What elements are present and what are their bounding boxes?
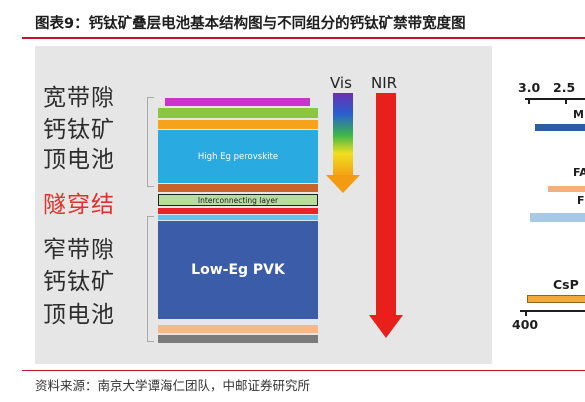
top-axis-tick: [528, 98, 530, 104]
top-axis-tick-label: 2.5: [553, 80, 576, 95]
bottom-cell-label-line-2: 钙钛矿: [43, 269, 115, 295]
layer-transport-green: [158, 108, 318, 118]
top-cell-label-line-1: 宽带隙: [43, 85, 115, 111]
bottom-axis-tick: [525, 310, 527, 316]
source-divider: [22, 370, 585, 371]
figure-title: 图表9：钙钛矿叠层电池基本结构图与不同组分的钙钛矿禁带宽度图: [35, 16, 466, 32]
nir-label: NIR: [371, 74, 398, 92]
bottom-axis-line: [520, 310, 585, 312]
source-note: 资料来源：南京大学谭海仁团队，中邮证券研究所: [35, 378, 311, 393]
layer-back-contact: [158, 335, 318, 343]
light-arrows: [326, 93, 403, 338]
low-eg-label: Low-Eg PVK: [191, 262, 285, 278]
composition-label: M: [573, 108, 584, 121]
bandgap-bar: [530, 213, 585, 222]
layer-high-eg-perovskite: High Eg perovskite: [158, 130, 318, 183]
top-axis-tick: [565, 98, 567, 104]
vis-arrow: [326, 93, 360, 193]
layer-recombination: [158, 184, 318, 192]
bandgap-bar: [548, 186, 585, 192]
title-divider: [22, 37, 585, 39]
layer-peach: [158, 325, 318, 333]
bandgap-bar: [527, 295, 585, 303]
composition-label: CsP: [553, 277, 579, 292]
nir-arrow: [369, 93, 403, 338]
top-axis-line: [525, 98, 585, 100]
tunnel-junction-label: 隧穿结: [43, 192, 115, 218]
layer-red: [158, 208, 318, 214]
interconnecting-label: Interconnecting layer: [197, 195, 279, 205]
bottom-cell-label-line-3: 顶电池: [43, 302, 115, 328]
bandgap-bar: [535, 124, 585, 131]
layer-low-eg-perovskite: Low-Eg PVK: [158, 221, 318, 319]
high-eg-label: High Eg perovskite: [197, 151, 279, 162]
layer-transport-orange: [158, 120, 318, 129]
bandgap-chart-panel: 3.0 2.5 M FA F CsP 400: [498, 46, 585, 364]
bottom-cell-bracket: [147, 216, 154, 342]
top-cell-bracket: [147, 97, 154, 187]
layer-thin-blue: [158, 215, 318, 220]
composition-label: F: [577, 194, 585, 207]
top-cell-label-line-3: 顶电池: [43, 147, 115, 173]
top-axis-tick-label: 3.0: [518, 80, 541, 95]
composition-label: FA: [573, 166, 585, 179]
bottom-axis-tick-label: 400: [512, 317, 539, 332]
bottom-cell-label-line-1: 窄带隙: [43, 237, 115, 263]
vis-label: Vis: [330, 74, 352, 92]
layer-top-contact: [165, 98, 310, 106]
layer-interconnecting: Interconnecting layer: [158, 194, 318, 206]
top-cell-label-line-2: 钙钛矿: [43, 117, 115, 143]
